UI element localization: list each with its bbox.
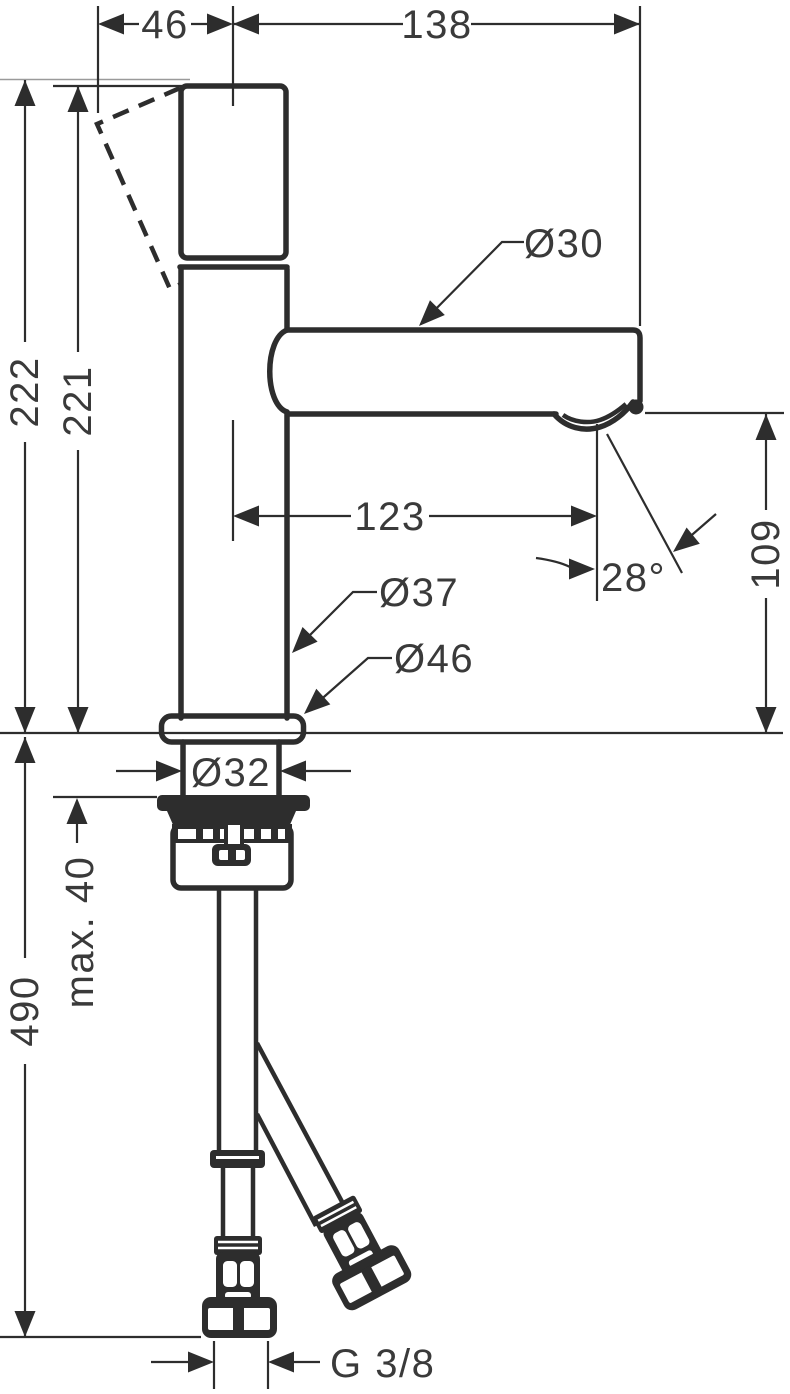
- arrowhead-left: [280, 760, 306, 782]
- arrowhead-up: [67, 86, 89, 112]
- faucet-outline: [94, 83, 644, 1338]
- mounting-nut-flange: [167, 811, 296, 827]
- arrowhead-down: [67, 707, 89, 733]
- connector-nut-bar: [360, 1265, 383, 1294]
- dia-30-label: Ø30: [524, 222, 604, 266]
- leader-line: [420, 240, 524, 325]
- arrowhead-up: [755, 414, 777, 440]
- dimension-123: 123: [231, 420, 599, 601]
- leader-arrowhead: [304, 688, 331, 714]
- dimension-46: 46: [98, 3, 233, 47]
- arrowhead-right: [614, 13, 640, 35]
- arrowhead-right: [569, 558, 595, 580]
- dimension-138: 138: [233, 3, 640, 47]
- arrowhead-up: [66, 798, 88, 824]
- angle-reference-line: [606, 433, 683, 574]
- supply-hose-connector-angled: [312, 1195, 412, 1311]
- faucet-handle: [178, 83, 289, 261]
- aerator-tip: [628, 399, 644, 415]
- leader-line: [307, 656, 392, 712]
- label-dia-46: Ø46: [304, 637, 474, 714]
- max-40-label: max. 40: [58, 856, 102, 1009]
- leader-line: [535, 556, 571, 568]
- dim-109-label: 109: [744, 518, 788, 589]
- dimension-max-40: max. 40: [58, 798, 102, 1008]
- dia-37-label: Ø37: [379, 571, 459, 615]
- arrowhead-left: [98, 13, 124, 35]
- arrowhead-up: [14, 737, 36, 763]
- thread-g38-label: G 3/8: [330, 1342, 435, 1386]
- dimension-109: 109: [744, 414, 788, 733]
- reference-lines: [0, 78, 784, 1339]
- dim-490-label: 490: [3, 975, 47, 1046]
- faucet-spout: [285, 327, 643, 404]
- label-dia-37: Ø37: [292, 571, 459, 653]
- washer: [157, 795, 310, 811]
- base-plate: [158, 713, 307, 745]
- aerator-outer-curve: [551, 399, 636, 432]
- ferrule-ridge: [320, 1206, 357, 1228]
- tilted-handle-phantom: [94, 85, 182, 292]
- connector-window: [223, 1261, 237, 1287]
- dimension-490: 490: [3, 737, 47, 1337]
- supply-hose-connector-vertical: [202, 1236, 277, 1338]
- angled-hose-upper-edge: [255, 1041, 349, 1213]
- mounting-nut-center-tick: [228, 850, 236, 860]
- leader-line: [294, 590, 377, 651]
- arrowhead-right: [188, 1351, 214, 1373]
- arrowhead-up: [14, 80, 36, 106]
- angled-hose-lower-edge: [255, 1112, 318, 1228]
- label-dia-30: Ø30: [419, 222, 604, 326]
- dimensions: 46 138 222 221: [3, 3, 788, 1389]
- connector-window: [240, 1261, 254, 1287]
- connector-slot: [348, 1250, 373, 1267]
- dimension-222: 222: [3, 80, 47, 733]
- dia-46-label: Ø46: [394, 637, 474, 681]
- leader-arrowhead: [419, 300, 445, 326]
- arrowhead-right: [156, 760, 182, 782]
- mounting-nut-serration-ticks: [196, 829, 278, 839]
- arrowhead-down: [755, 707, 777, 733]
- arrowhead-right: [207, 13, 233, 35]
- dimension-221: 221: [56, 86, 100, 733]
- leader-arrowhead: [292, 627, 318, 653]
- mounting-nut-center-tab: [224, 821, 244, 848]
- arrowhead-right: [571, 505, 597, 527]
- arrowhead-down: [14, 707, 36, 733]
- angle-28-label: 28°: [601, 556, 666, 600]
- connector-window: [348, 1222, 370, 1249]
- dimension-dia-32: Ø32: [116, 751, 351, 795]
- dim-46-label: 46: [141, 3, 189, 47]
- dim-138-label: 138: [401, 3, 472, 47]
- aerator-inner-curve: [561, 402, 628, 425]
- dim-123-label: 123: [354, 495, 425, 539]
- dimension-thread-g38: G 3/8: [151, 1341, 435, 1389]
- arrowhead-left: [233, 13, 259, 35]
- arrowhead-left: [233, 505, 259, 527]
- dim-221-label: 221: [56, 365, 100, 436]
- dia-32-label: Ø32: [191, 751, 271, 795]
- leader-arrowhead: [673, 527, 700, 552]
- arrowhead-down: [14, 1311, 36, 1337]
- arrowhead-left: [268, 1351, 294, 1373]
- connector-window: [333, 1230, 355, 1257]
- ferrule-ridge: [317, 1200, 355, 1222]
- dimension-angle-28: 28°: [535, 433, 717, 600]
- spout-end-cap: [267, 327, 290, 415]
- dim-222-label: 222: [3, 356, 47, 427]
- connector-nut-bar: [233, 1306, 244, 1332]
